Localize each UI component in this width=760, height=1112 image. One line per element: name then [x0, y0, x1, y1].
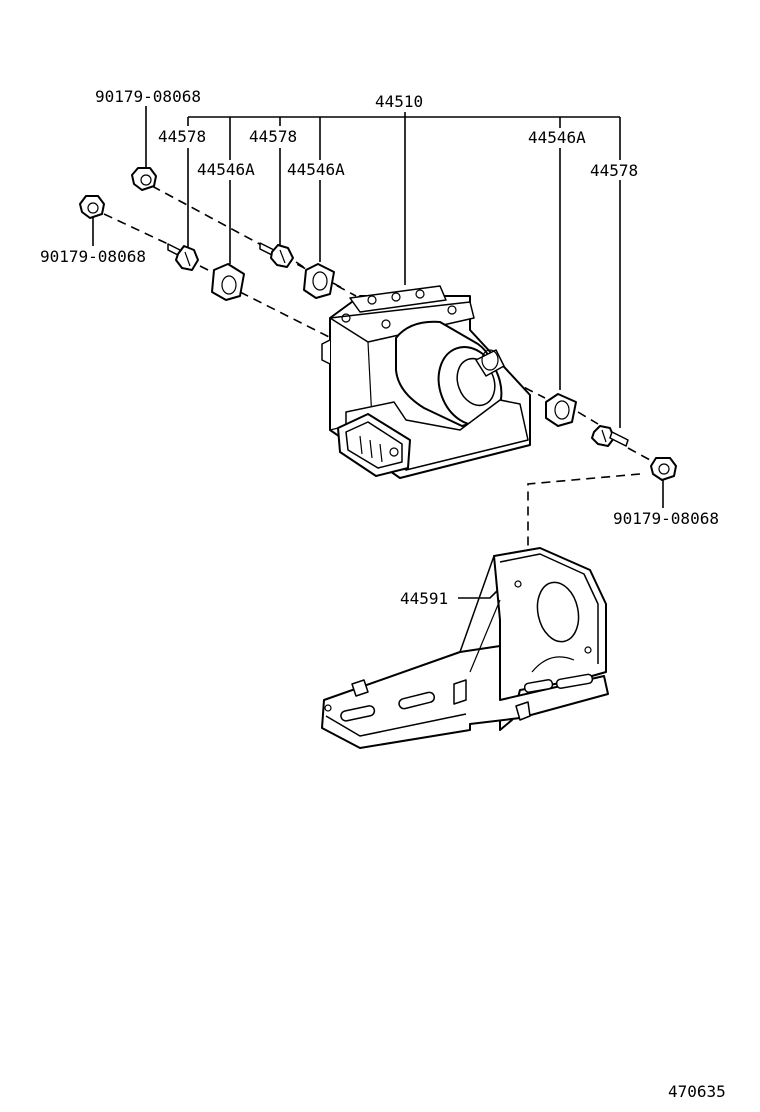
cushion-left — [211, 263, 245, 301]
label-bracket: 44591 — [400, 589, 448, 608]
abs-actuator-44510 — [321, 285, 531, 479]
label-cushion-right: 44546A — [528, 128, 586, 147]
cushion-mid — [303, 263, 335, 299]
bolt-right — [591, 425, 629, 447]
label-nut-top-left: 90179-08068 — [95, 87, 201, 106]
label-nut-left: 90179-08068 — [40, 247, 146, 266]
leader-lines — [92, 106, 664, 599]
label-figure-number: 470635 — [668, 1082, 726, 1101]
nut-left — [79, 195, 105, 219]
label-actuator: 44510 — [375, 92, 423, 111]
bolt-left — [167, 243, 199, 271]
label-bolt-mid: 44578 — [249, 127, 297, 146]
label-nut-right: 90179-08068 — [613, 509, 719, 528]
bracket-44591 — [321, 547, 609, 749]
label-cushion-left: 44546A — [197, 160, 255, 179]
label-cushion-mid: 44546A — [287, 160, 345, 179]
nut-right — [650, 457, 677, 481]
label-bolt-right: 44578 — [590, 161, 638, 180]
bolt-mid — [259, 242, 294, 268]
cushion-right — [545, 393, 577, 427]
label-bolt-left: 44578 — [158, 127, 206, 146]
nut-top-left — [131, 167, 157, 191]
